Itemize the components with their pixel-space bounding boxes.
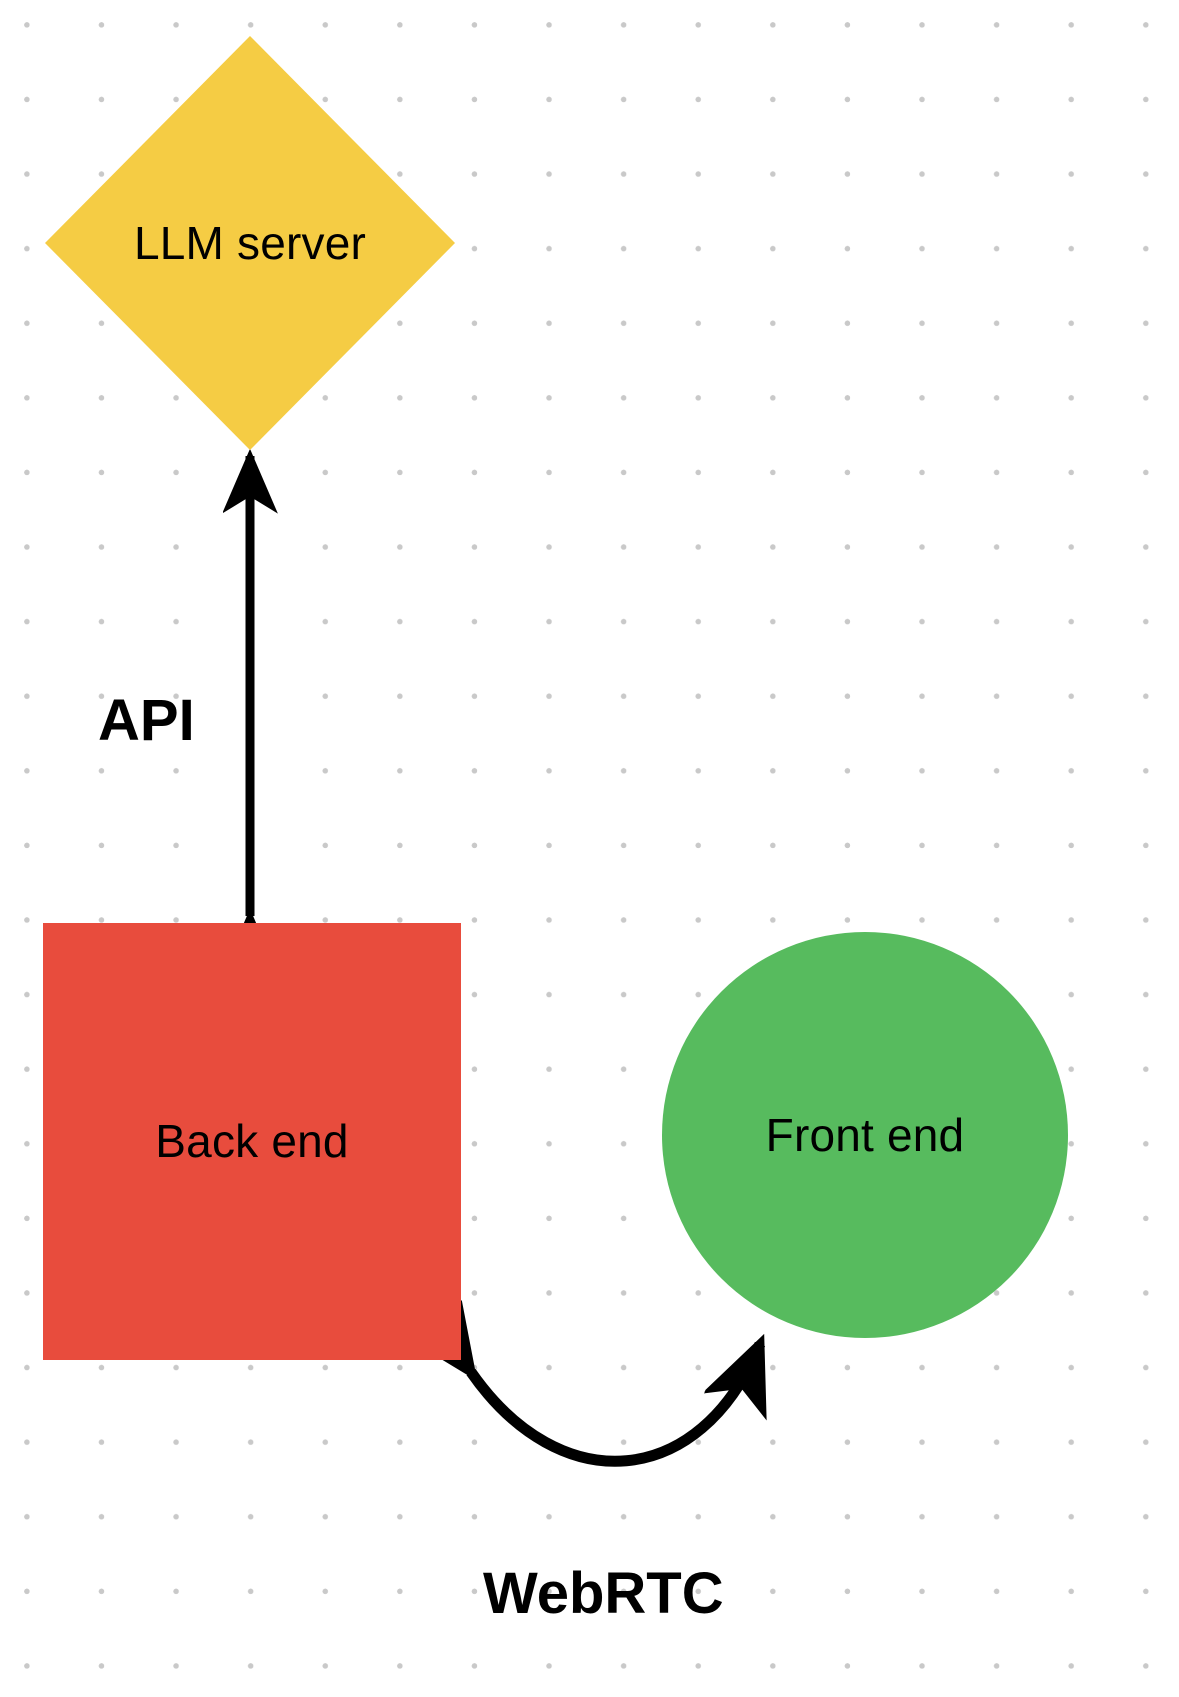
edge-label-api: API <box>98 688 195 753</box>
node-llm-server[interactable]: LLM server <box>45 36 455 450</box>
edge-webrtc-path <box>471 1344 760 1467</box>
rectangle-shape <box>43 923 461 1360</box>
node-front-end[interactable]: Front end <box>662 932 1068 1338</box>
edge-label-webrtc: WebRTC <box>483 1561 724 1626</box>
circle-shape <box>662 932 1068 1338</box>
node-back-end[interactable]: Back end <box>43 923 461 1360</box>
diamond-shape <box>45 36 455 450</box>
